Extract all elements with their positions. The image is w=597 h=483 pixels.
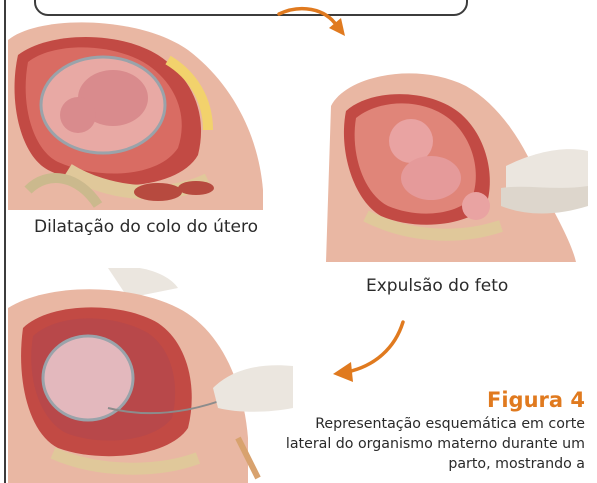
caption-dilation: Dilatação do colo do útero xyxy=(34,217,258,237)
figure-title: Figura 4 xyxy=(487,388,585,412)
illustration-expulsion xyxy=(326,66,592,262)
top-frame xyxy=(34,0,468,16)
figure-description: Representação esquemática em corte later… xyxy=(285,414,585,474)
caption-expulsion: Expulsão do feto xyxy=(366,276,508,296)
illustration-dilation xyxy=(8,20,270,210)
page-left-border xyxy=(4,0,6,483)
illustration-placenta xyxy=(8,268,298,483)
arrow-curve-right-icon xyxy=(275,6,355,46)
arrow-curve-down-left-icon xyxy=(325,318,415,388)
